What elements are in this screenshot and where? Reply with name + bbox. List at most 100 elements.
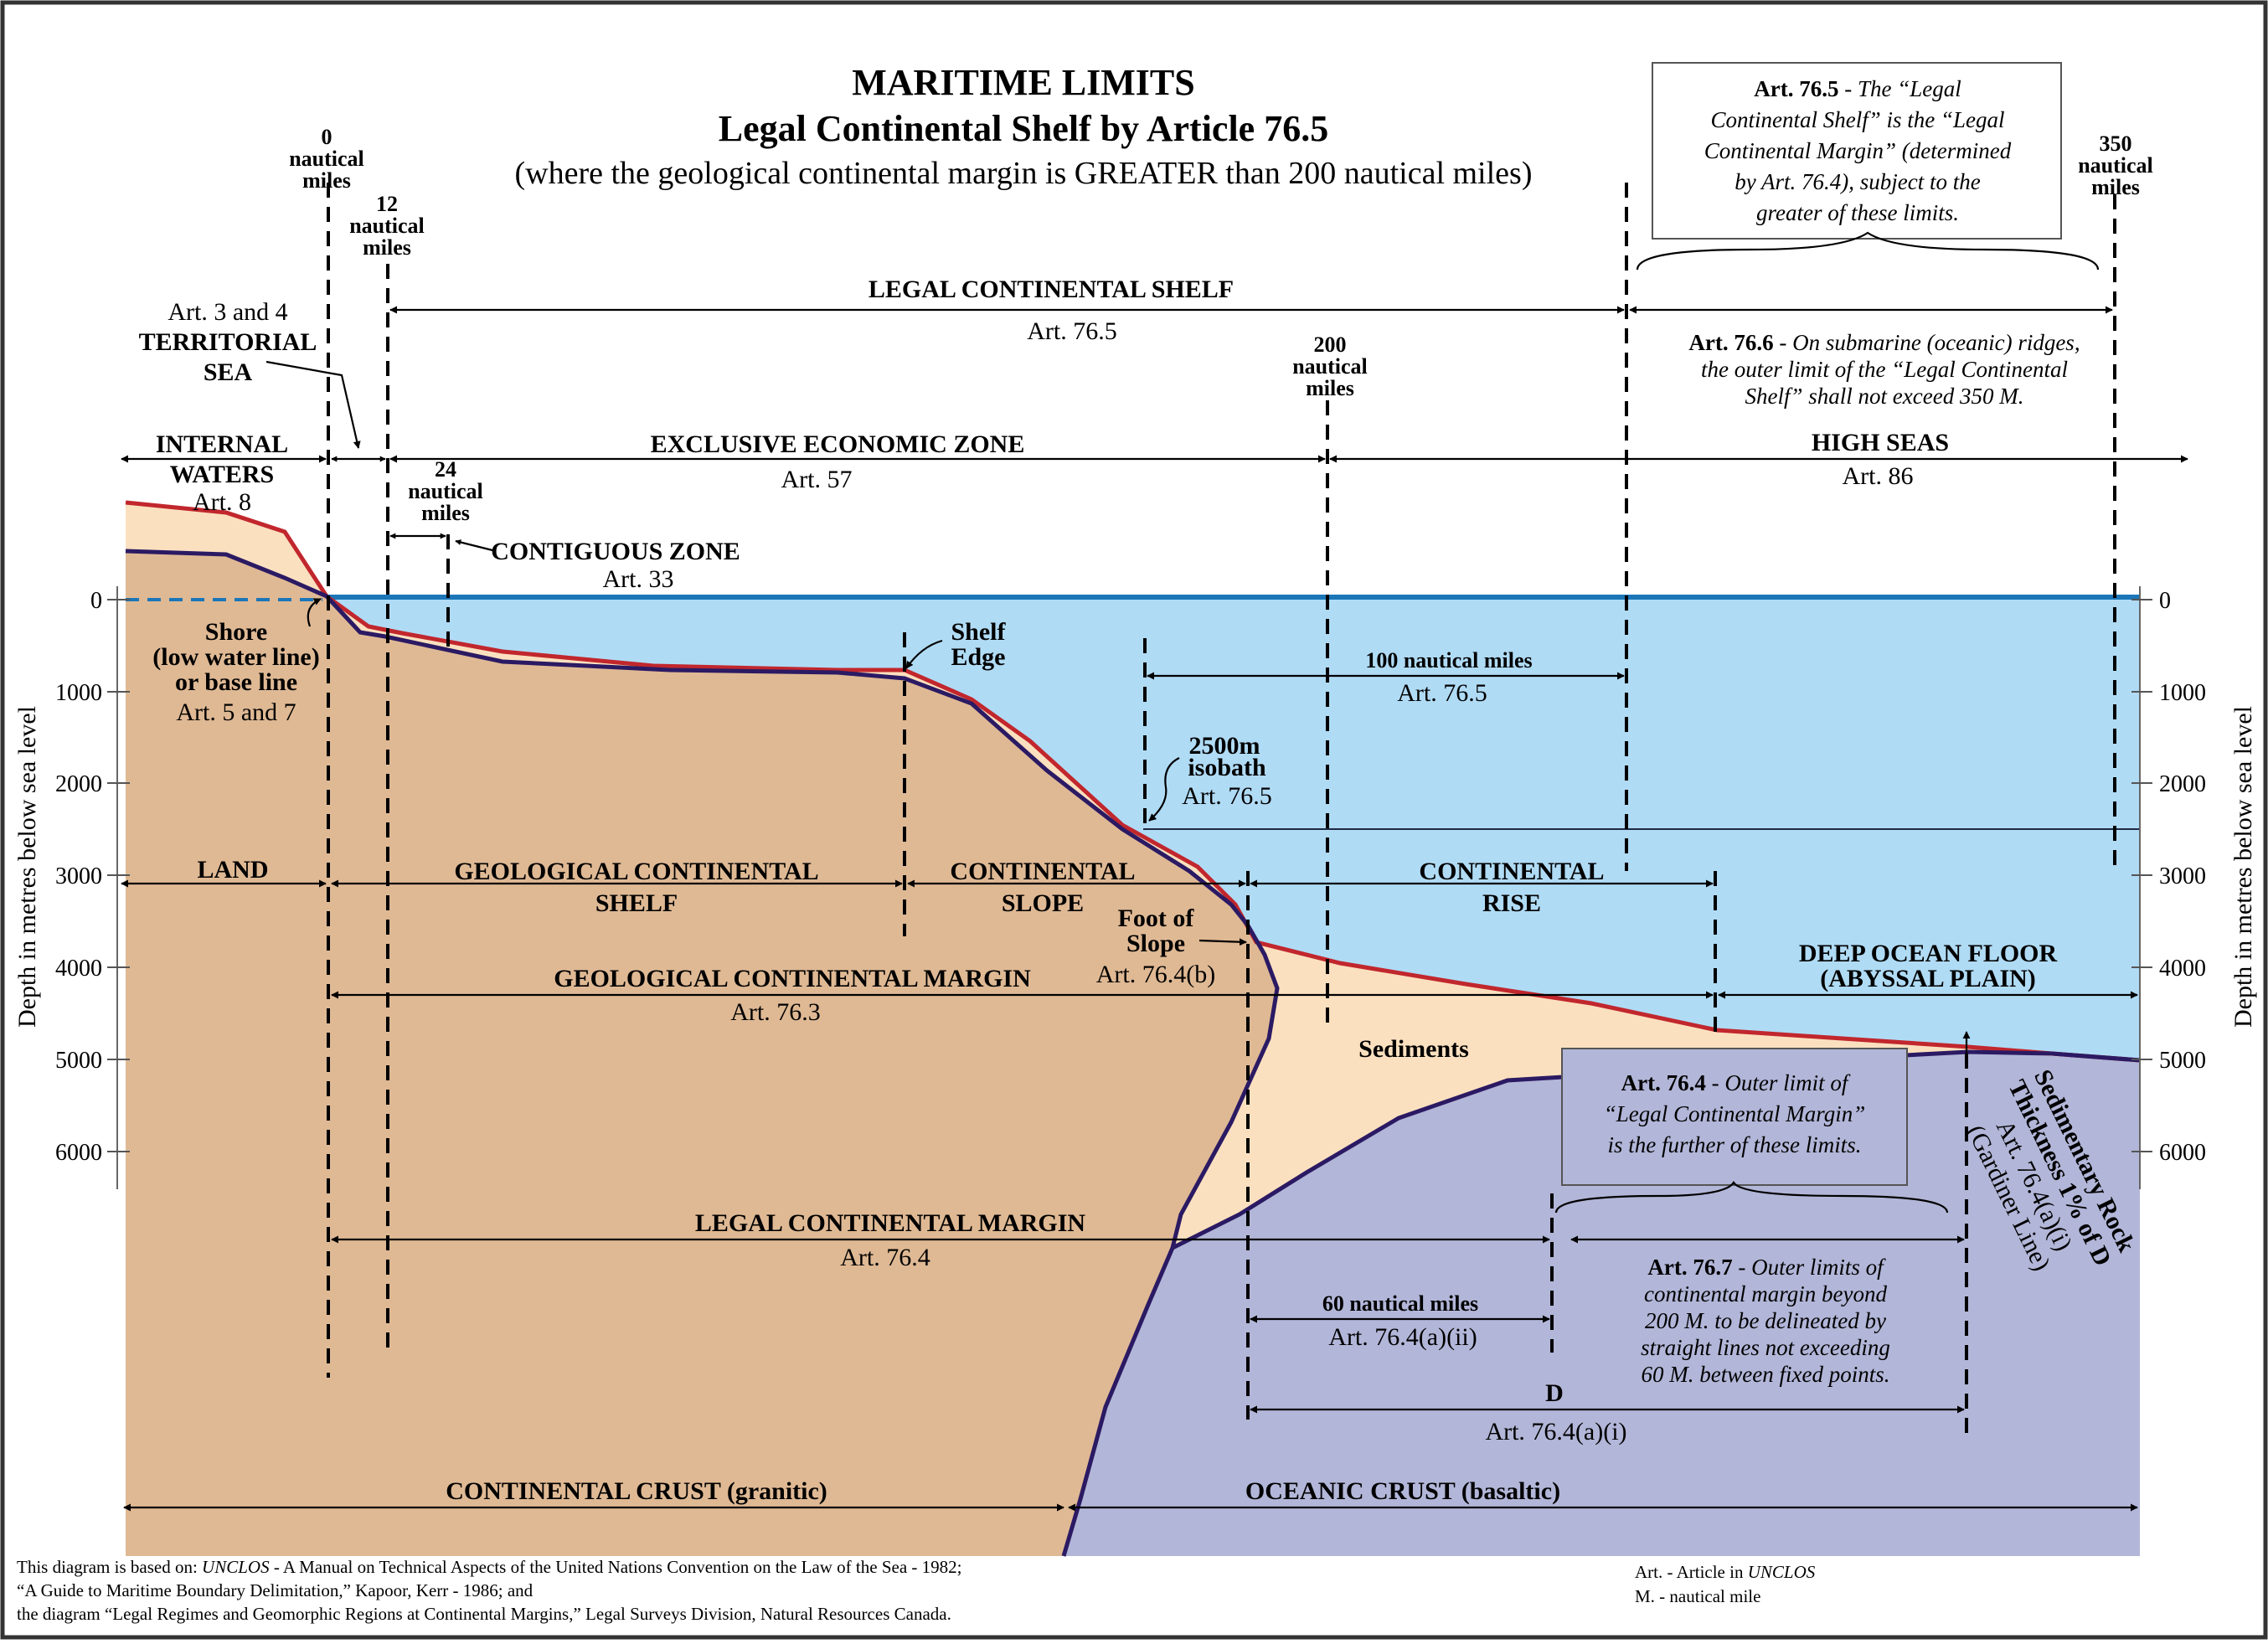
svg-text:200: 200 (1314, 332, 1347, 357)
right-tick-label: 6000 (2159, 1140, 2206, 1166)
svg-text:Edge: Edge (951, 643, 1005, 671)
marker-label-200nm: 200 nautical miles (1292, 332, 1368, 400)
svg-text:GEOLOGICAL CONTINENTAL: GEOLOGICAL CONTINENTAL (454, 858, 818, 885)
svg-text:Foot of: Foot of (1118, 904, 1195, 932)
svg-text:GEOLOGICAL CONTINENTAL MARGIN: GEOLOGICAL CONTINENTAL MARGIN (554, 965, 1031, 992)
svg-text:CONTINENTAL: CONTINENTAL (950, 858, 1135, 885)
note-brace-art765 (1636, 231, 2100, 271)
svg-text:miles: miles (421, 501, 470, 525)
svg-text:Art. 57: Art. 57 (781, 466, 853, 493)
svg-text:Shelf: Shelf (951, 618, 1006, 646)
note-box-art764 (1561, 1048, 1908, 1186)
svg-text:M. - nautical mile: M. - nautical mile (1635, 1586, 1760, 1606)
left-tick-label: 1000 (55, 680, 102, 706)
left-tick-label: 2000 (55, 771, 102, 797)
marker-label-12nm: 12 nautical miles (349, 192, 425, 260)
svg-text:60 nautical miles: 60 nautical miles (1322, 1291, 1478, 1316)
svg-text:DEEP OCEAN FLOOR: DEEP OCEAN FLOOR (1799, 940, 2058, 967)
svg-text:Art. 76.4(a)(ii): Art. 76.4(a)(ii) (1328, 1323, 1477, 1351)
svg-text:Art. 76.5: Art. 76.5 (1397, 679, 1487, 707)
sediments-label: Sediments (1358, 1035, 1469, 1063)
svg-text:“A Guide to Maritime Boundary: “A Guide to Maritime Boundary Delimitati… (17, 1580, 533, 1600)
right-tick-label: 5000 (2159, 1048, 2206, 1074)
svg-text:0: 0 (322, 125, 332, 149)
svg-text:nautical: nautical (2078, 153, 2153, 178)
high-seas-label: HIGH SEAS Art. 86 (1812, 429, 1949, 490)
pointer-territorial-sea (265, 360, 361, 449)
left-tick-label: 6000 (55, 1140, 102, 1166)
svg-text:Art. 76.4(b): Art. 76.4(b) (1096, 961, 1215, 988)
internal-waters-label: INTERNAL WATERS Art. 8 (156, 430, 288, 516)
svg-text:nautical: nautical (349, 214, 425, 238)
svg-text:TERRITORIAL: TERRITORIAL (139, 328, 317, 356)
legal-continental-shelf-label: LEGAL CONTINENTAL SHELF Art. 76.5 (869, 276, 1234, 345)
land-label: LAND (197, 856, 268, 884)
note-brace-art764 (1554, 1180, 1949, 1214)
svg-text:2500m: 2500m (1189, 732, 1260, 760)
oceanic-crust-label: OCEANIC CRUST (basaltic) (1245, 1477, 1560, 1505)
svg-text:isobath: isobath (1188, 754, 1266, 781)
marker-label-350nm: 350 nautical miles (2078, 131, 2153, 199)
title-line-2: Legal Continental Shelf by Article 76.5 (719, 108, 1328, 149)
svg-text:miles: miles (2091, 175, 2140, 199)
svg-text:EXCLUSIVE ECONOMIC ZONE: EXCLUSIVE ECONOMIC ZONE (651, 430, 1025, 458)
svg-text:the diagram “Legal Regimes and: the diagram “Legal Regimes and Geomorphi… (17, 1604, 951, 1624)
svg-text:Art. 76.3: Art. 76.3 (730, 998, 821, 1026)
svg-text:Art. 33: Art. 33 (603, 565, 674, 593)
svg-text:LEGAL CONTINENTAL MARGIN: LEGAL CONTINENTAL MARGIN (695, 1209, 1086, 1237)
right-tick-label: 3000 (2159, 863, 2206, 889)
geological-shelf-label: GEOLOGICAL CONTINENTAL SHELF (454, 858, 818, 917)
svg-text:WATERS: WATERS (170, 461, 274, 488)
pointer-shore (307, 598, 322, 627)
svg-text:Art. 86: Art. 86 (1843, 462, 1914, 490)
marker-label-24nm: 24 nautical miles (408, 457, 483, 525)
svg-text:INTERNAL: INTERNAL (156, 430, 288, 458)
right-tick-label: 2000 (2159, 771, 2206, 797)
deep-ocean-floor-label: DEEP OCEAN FLOOR (ABYSSAL PLAIN) (1799, 940, 2058, 992)
svg-text:HIGH SEAS: HIGH SEAS (1812, 429, 1949, 456)
svg-text:nautical: nautical (289, 147, 364, 171)
svg-text:RISE: RISE (1482, 889, 1541, 917)
svg-text:12: 12 (376, 192, 398, 216)
svg-text:or base line: or base line (175, 668, 297, 696)
contiguous-zone-label: CONTIGUOUS ZONE Art. 33 (491, 538, 740, 593)
svg-text:CONTIGUOUS ZONE: CONTIGUOUS ZONE (491, 538, 740, 565)
left-tick-label: 5000 (55, 1048, 102, 1074)
svg-text:Shore: Shore (205, 618, 267, 646)
svg-text:Art. - Article in UNCLOS: Art. - Article in UNCLOS (1635, 1562, 1816, 1582)
svg-text:SHELF: SHELF (595, 889, 678, 917)
svg-text:Art. 76.5: Art. 76.5 (1027, 317, 1117, 345)
right-tick-label: 1000 (2159, 680, 2206, 706)
territorial-sea-label: Art. 3 and 4 TERRITORIAL SEA (139, 298, 317, 386)
100nm-label: 100 nautical miles Art. 76.5 (1365, 648, 1532, 707)
footer-legend: Art. - Article in UNCLOS M. - nautical m… (1635, 1562, 1816, 1606)
pointer-contiguous (455, 539, 497, 553)
marker-label-0nm: 0 nautical miles (289, 125, 364, 193)
pointer-isobath (1148, 757, 1180, 822)
svg-text:miles: miles (1306, 376, 1354, 400)
left-tick-label: 3000 (55, 863, 102, 889)
legal-margin-label: LEGAL CONTINENTAL MARGIN Art. 76.4 (695, 1209, 1086, 1271)
isobath-label: 2500m isobath Art. 76.5 (1182, 732, 1272, 810)
svg-text:Art. 76.4(a)(i): Art. 76.4(a)(i) (1485, 1418, 1626, 1446)
svg-text:350: 350 (2100, 131, 2132, 156)
pointer-shelf-edge (905, 639, 943, 669)
title-line-3: (where the geological continental margin… (515, 156, 1533, 191)
svg-text:(ABYSSAL PLAIN): (ABYSSAL PLAIN) (1820, 965, 2036, 992)
svg-text:Art. 8: Art. 8 (193, 488, 251, 516)
svg-text:miles: miles (302, 168, 351, 193)
footer-source: This diagram is based on: UNCLOS - A Man… (17, 1557, 961, 1624)
d-label: D Art. 76.4(a)(i) (1485, 1379, 1626, 1446)
eez-label: EXCLUSIVE ECONOMIC ZONE Art. 57 (651, 430, 1025, 493)
svg-text:(low water line): (low water line) (152, 643, 319, 671)
note-art764: Art. 76.4 - Outer limit of“Legal Contine… (1604, 1070, 1866, 1157)
left-tick-label: 4000 (55, 956, 102, 982)
right-tick-label: 4000 (2159, 956, 2206, 982)
svg-text:SLOPE: SLOPE (1002, 889, 1084, 917)
note-art766: Art. 76.6 - On submarine (oceanic) ridge… (1688, 330, 2080, 409)
pointer-foot-of-slope (1198, 938, 1247, 946)
shore-label: Shore (low water line) or base line Art.… (152, 618, 319, 726)
